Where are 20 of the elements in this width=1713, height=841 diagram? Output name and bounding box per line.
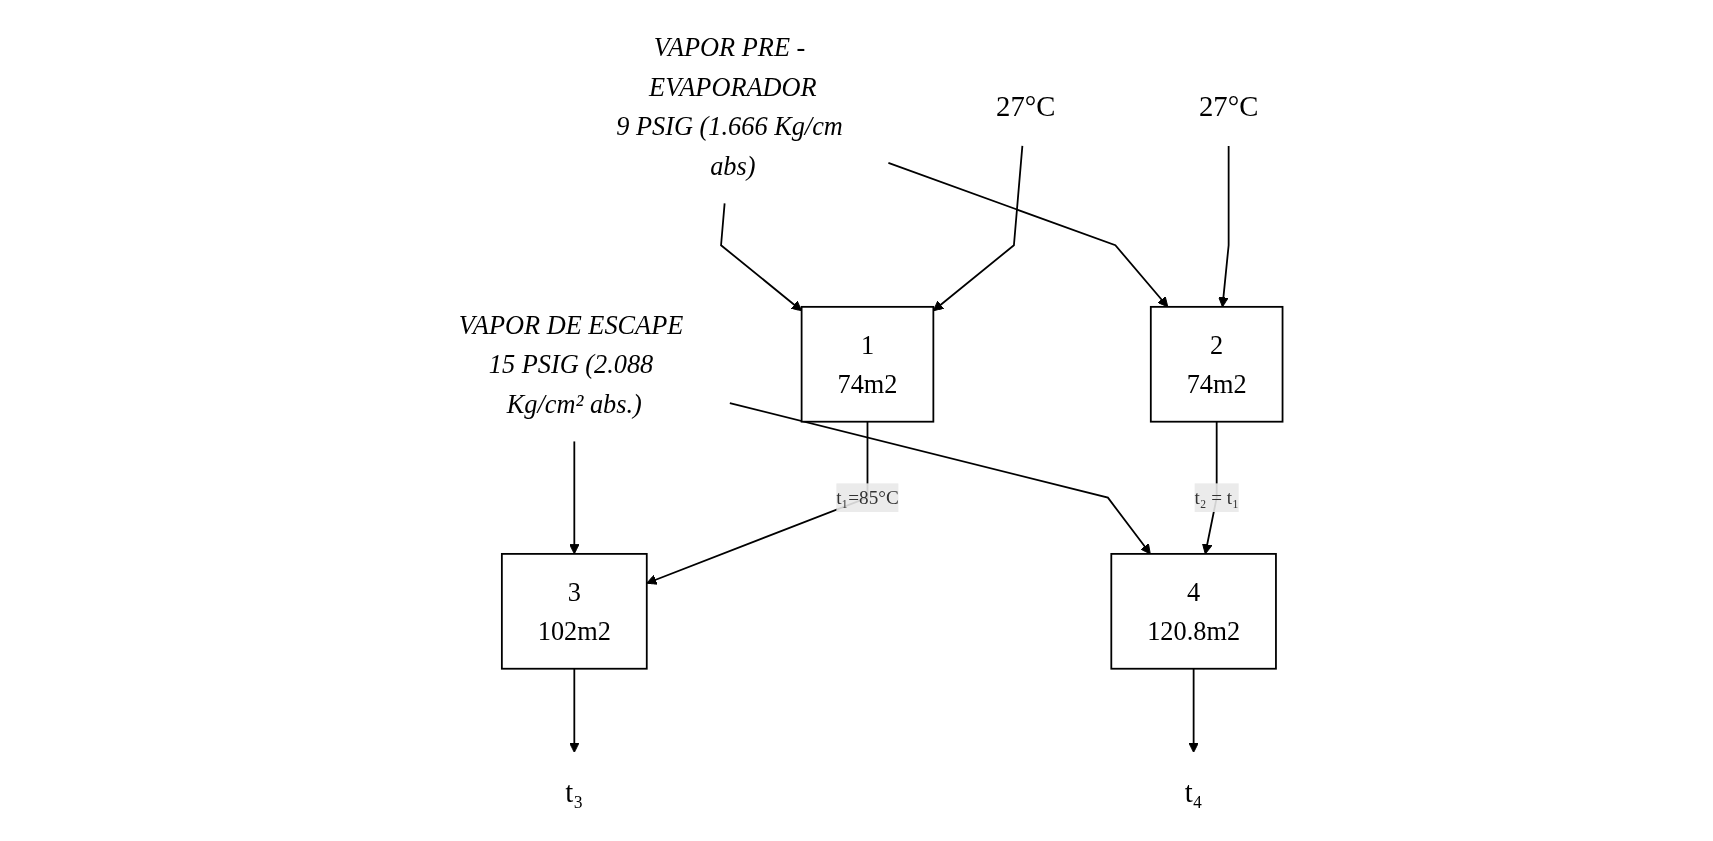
node-box: 4 120.8m2 [1110,553,1277,670]
edge-label: t₁=85°C [836,486,899,508]
arrow [1188,667,1199,753]
node-box: 3 102m2 [500,553,648,670]
arrow [728,402,1151,555]
node-text: VAPOR PRE - EVAPORADOR 9 PSIG (1.666 Kg/cm abs) [616,32,843,181]
node-text: 27°C [996,90,1056,123]
node-box: 2 74m2 [1149,305,1284,423]
node-box: 1 74m2 [800,305,935,423]
arrow [932,145,1024,312]
arrow [569,667,580,753]
arrow [720,202,803,312]
arrow [887,162,1169,308]
node-text: t₄ [1184,776,1203,808]
node-text: t₃ [565,776,584,808]
node-text: 27°C [1198,90,1259,123]
edge-label: t₂ = t₁ [1194,486,1239,508]
arrow [569,440,580,555]
node-text: VAPOR DE ESCAPE 15 PSIG (2.088 Kg/cm² abs.) [458,309,684,419]
arrow [1218,145,1230,308]
